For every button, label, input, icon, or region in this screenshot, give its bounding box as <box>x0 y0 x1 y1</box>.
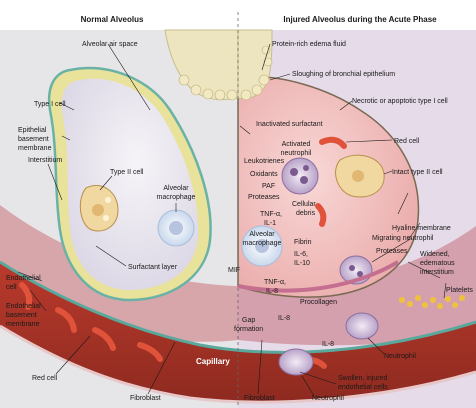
label-cellular-debris-2: debris <box>296 210 316 217</box>
label-tnf-il1-1: TNF-α, <box>260 211 282 218</box>
label-epithelial-bm-2: basement <box>18 136 49 143</box>
label-protein-rich-edema: Protein-rich edema fluid <box>272 41 346 48</box>
label-epithelial-bm-3: membrane <box>18 145 52 152</box>
label-migrating-neutrophil: Migrating neutrophil <box>372 235 434 242</box>
label-hyaline-membrane: Hyaline membrane <box>392 225 451 232</box>
label-platelets: Platelets <box>446 287 473 294</box>
label-swollen-2: endothelial cells <box>338 384 388 391</box>
label-necrotic-type-i: Necrotic or apoptotic type I cell <box>352 98 448 105</box>
label-oxidants: Oxidants <box>250 171 278 178</box>
label-gap-2: formation <box>234 326 263 333</box>
label-proteases-1: Proteases <box>248 194 280 201</box>
label-activated-neutrophil-1: Activated <box>282 141 311 148</box>
label-alv-macrophage-2: macrophage <box>243 240 282 247</box>
label-fibroblast-left: Fibroblast <box>130 395 161 402</box>
label-tnf-il1-2: IL-1 <box>264 220 276 227</box>
label-leukotrienes: Leukotrienes <box>244 158 285 165</box>
label-widened-3: interstitium <box>420 269 454 276</box>
label-type-ii-cell: Type II cell <box>110 169 144 176</box>
label-intact-type-ii: Intact type II cell <box>392 169 443 176</box>
label-widened-2: edematous <box>420 260 455 267</box>
label-il8-b: IL-8 <box>322 341 334 348</box>
label-tnf-il8-1: TNF-α, <box>264 279 286 286</box>
label-mif: MIF <box>228 267 240 274</box>
label-neutrophil-2: Neutrophil <box>312 395 344 402</box>
label-widened-1: Widened, <box>420 251 450 258</box>
label-red-cell-right: Red cell <box>394 138 420 145</box>
label-alv-macrophage-1: Alveolar <box>249 231 275 238</box>
label-procollagen: Procollagen <box>300 299 337 306</box>
label-epithelial-bm-1: Epithelial <box>18 127 47 134</box>
label-il6-2: IL-10 <box>294 260 310 267</box>
label-fibroblast-right: Fibroblast <box>244 395 275 402</box>
label-il6-1: IL-6, <box>294 251 308 258</box>
title-left: Normal Alveolus <box>81 15 144 24</box>
label-endothelial-cell-2: cell <box>6 284 17 291</box>
label-red-cell-left: Red cell <box>32 375 58 382</box>
label-endothelial-bm-2: basement <box>6 312 37 319</box>
alveolar-macrophage-left <box>158 210 194 246</box>
label-interstitium: Interstitium <box>28 157 62 164</box>
label-paf: PAF <box>262 183 275 190</box>
label-endothelial-cell-1: Endothelial <box>6 275 41 282</box>
label-type-i-cell: Type I cell <box>34 101 66 108</box>
label-endothelial-bm-1: Endothelial <box>6 303 41 310</box>
label-alveolar-macrophage-1: Alveolar <box>163 185 189 192</box>
label-tnf-il8-2: IL-8 <box>266 288 278 295</box>
label-surfactant-layer: Surfactant layer <box>128 264 178 271</box>
label-cellular-debris-1: Cellular <box>292 201 316 208</box>
label-activated-neutrophil-2: neutrophil <box>281 150 312 157</box>
label-fibrin: Fibrin <box>294 239 312 246</box>
label-proteases-2: Proteases <box>376 248 408 255</box>
label-endothelial-bm-3: membrane <box>6 321 40 328</box>
label-alveolar-macrophage-2: macrophage <box>157 194 196 201</box>
label-gap-1: Gap <box>242 317 255 324</box>
label-neutrophil-1: Neutrophil <box>384 353 416 360</box>
label-capillary: Capillary <box>196 357 230 366</box>
label-sloughing: Sloughing of bronchial epithelium <box>292 71 395 78</box>
label-il8-a: IL-8 <box>278 315 290 322</box>
label-swollen-1: Swollen, injured <box>338 375 388 382</box>
label-alveolar-air-space: Alveolar air space <box>82 41 138 48</box>
label-inactivated-surfactant: Inactivated surfactant <box>256 121 323 128</box>
title-right: Injured Alveolus during the Acute Phase <box>283 15 437 24</box>
activated-neutrophil <box>282 158 318 194</box>
intact-type-ii-cell <box>336 155 385 197</box>
